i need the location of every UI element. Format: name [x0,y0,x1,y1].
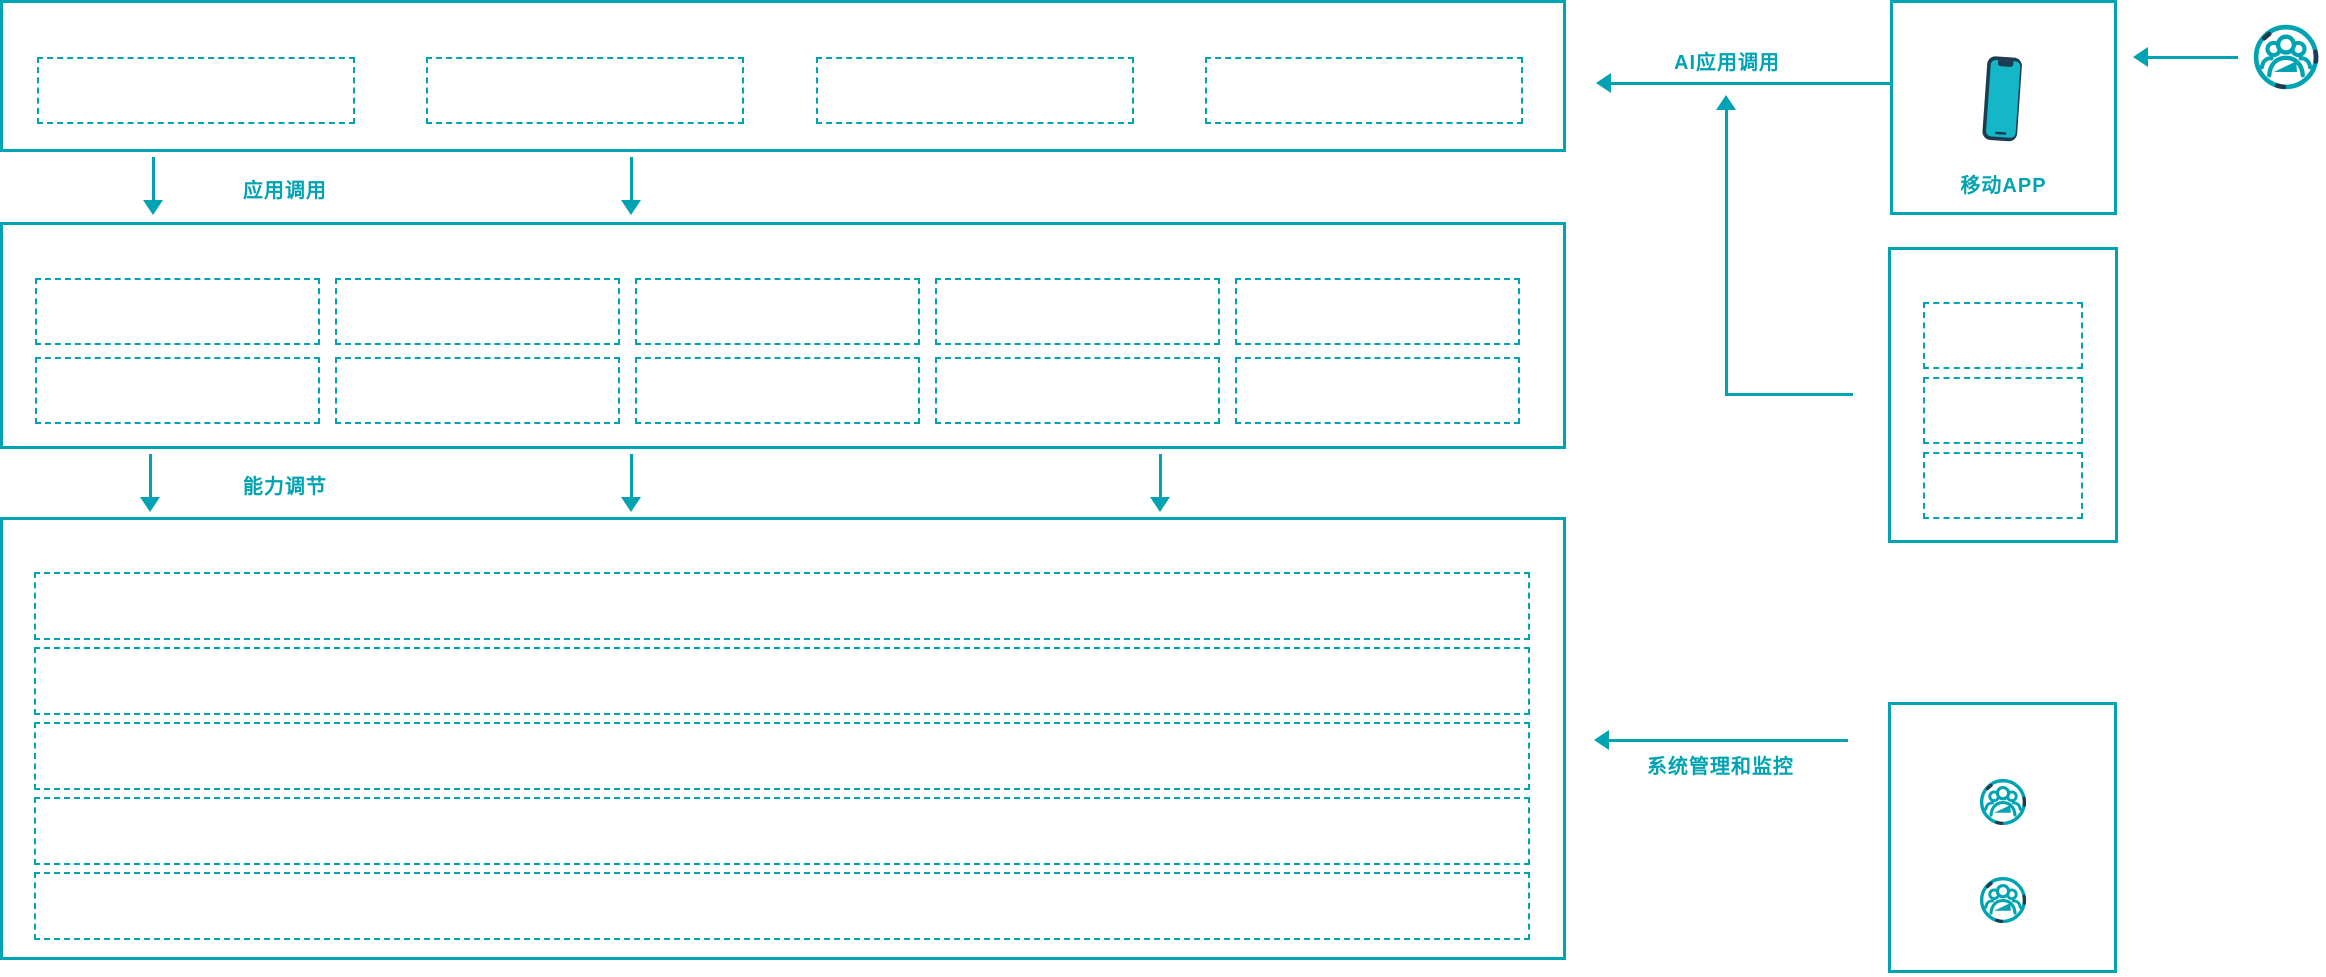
down-arrow [140,454,160,512]
placeholder-slot [35,278,320,345]
right-middle-slots [1891,250,2115,519]
placeholder-slot [1204,57,1523,124]
app-layer-panel [0,0,1566,152]
placeholder-slot [635,278,920,345]
down-arrow [1150,454,1170,512]
platform-layer-panel [0,517,1566,960]
user-arrow [2133,47,2238,67]
platform-layer-rows [3,520,1563,940]
connector-vertical [1725,110,1728,395]
user-group-icon [1979,876,2026,924]
placeholder-slot [34,797,1530,865]
admin-panel [1888,702,2117,973]
placeholder-slot [34,722,1530,790]
down-arrow [621,454,641,512]
placeholder-slot [34,872,1530,940]
down-arrow [143,157,163,215]
placeholder-slot [34,572,1530,640]
placeholder-slot [35,357,320,424]
placeholder-slot [37,57,355,124]
placeholder-slot [335,278,620,345]
user-group-icon [2251,22,2321,92]
ai-call-arrow [1596,73,1890,93]
system-monitor-label: 系统管理和监控 [1647,756,1794,778]
placeholder-slot [935,278,1220,345]
right-middle-panel [1888,247,2118,543]
placeholder-slot [1235,278,1520,345]
app-call-label: 应用调用 [243,180,327,202]
user-group-icon [1979,778,2026,826]
connector-horizontal [1725,393,1853,396]
up-arrowhead [1716,95,1736,110]
placeholder-slot [426,57,745,124]
placeholder-slot [935,357,1220,424]
placeholder-slot [1235,357,1520,424]
mobile-app-label: 移动APP [1960,175,2047,197]
mobile-app-panel: 移动APP [1890,0,2117,215]
capability-layer-slots [3,225,1563,424]
placeholder-slot [1923,452,2083,519]
smartphone-icon [1981,56,2022,142]
app-layer-slots [3,3,1563,124]
capability-layer-panel [0,222,1566,449]
placeholder-slot [635,357,920,424]
down-arrow [621,157,641,215]
capability-adjust-label: 能力调节 [243,476,327,498]
placeholder-slot [1923,377,2083,444]
placeholder-slot [335,357,620,424]
system-monitor-arrow [1594,730,1848,750]
placeholder-slot [1923,302,2083,369]
placeholder-slot [815,57,1134,124]
placeholder-slot [34,647,1530,715]
ai-call-label: AI应用调用 [1674,52,1780,74]
